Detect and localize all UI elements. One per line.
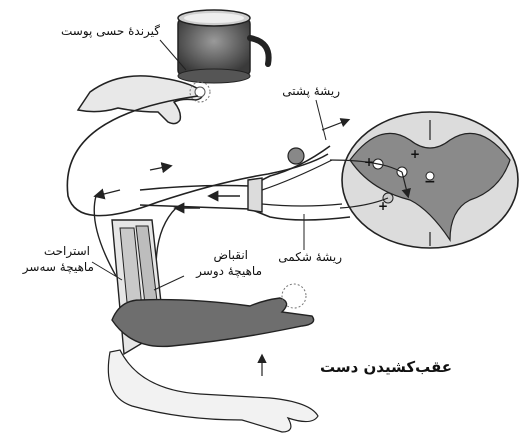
motor-arrow-3 — [96, 190, 120, 196]
triceps-relaxation-label-line2: ماهیچهٔ سه‌سر — [10, 260, 94, 275]
motor-nerve-to-biceps — [156, 208, 176, 268]
plus-sign-1: + — [364, 155, 374, 169]
skin-receptor-label: گیرندهٔ حسی پوست — [30, 24, 160, 39]
minus-sign: − — [424, 174, 436, 190]
withdrawal-caption: عقب‌کشیدن دست — [322, 360, 452, 375]
dorsal-arrow — [322, 120, 348, 130]
triceps-relaxation-label-line1: استراحت — [10, 244, 90, 259]
hot-cup-icon — [178, 10, 269, 83]
sensory-arrow-1 — [150, 166, 170, 170]
dorsal-root-label: ریشهٔ پشتی — [270, 84, 340, 99]
spinal-nerve-bundle — [140, 146, 350, 220]
dorsal-root-pointer — [316, 100, 326, 140]
touching-hand-icon — [78, 76, 210, 124]
ventral-root-label: ریشهٔ شکمی — [266, 250, 342, 265]
biceps-contraction-label-line1: انقباض — [190, 248, 248, 263]
lowered-arm-outline — [108, 350, 318, 432]
biceps-contraction-label-line2: ماهیچهٔ دوسر — [166, 264, 262, 279]
plus-sign-2: + — [410, 147, 420, 161]
plus-sign-3: + — [378, 199, 388, 213]
